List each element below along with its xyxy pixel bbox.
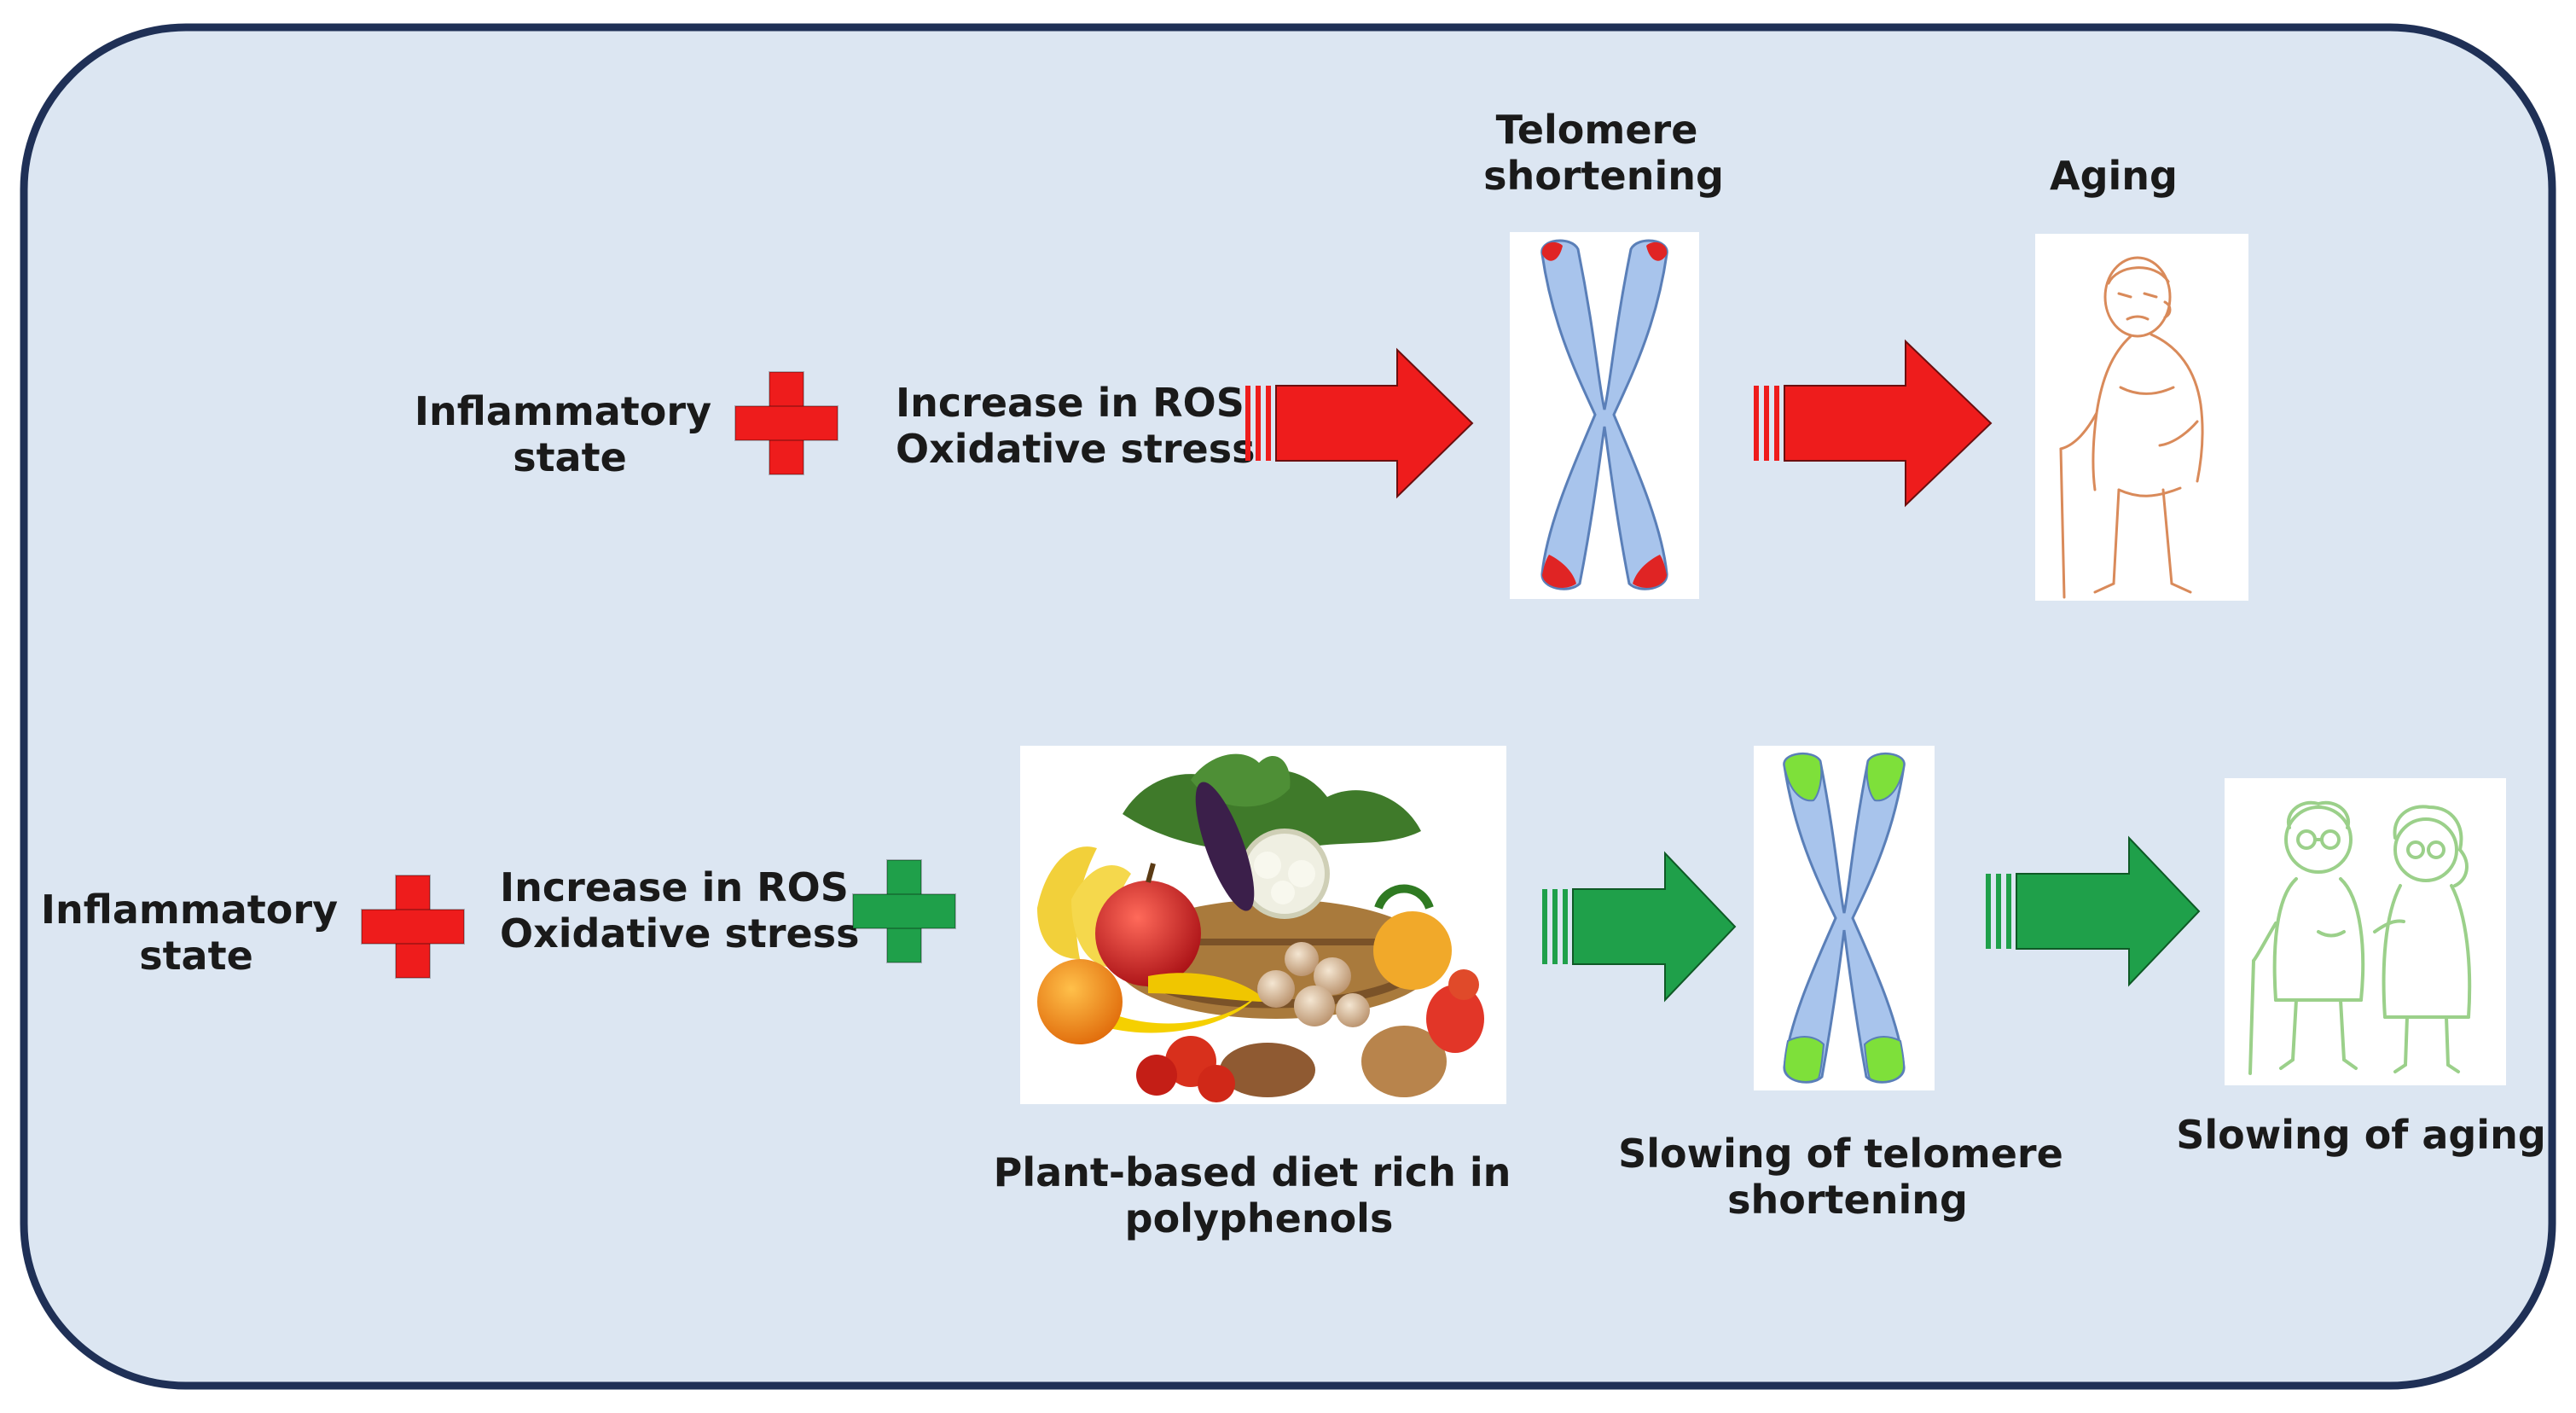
green-arrow-2 (1986, 835, 2201, 987)
elderly-person-icon (2035, 234, 2248, 601)
slowing-aging-label: Slowing of aging (2176, 1112, 2546, 1158)
top-row: Inflammatory state Increase in ROS Oxida… (415, 107, 2248, 601)
red-plus-icon (361, 875, 465, 979)
telomere-shortening-label: Telomere shortening (1483, 107, 1724, 199)
red-plus-icon (734, 371, 838, 475)
top-inflammatory-label: Inflammatory state (415, 388, 725, 480)
red-arrow-2 (1754, 339, 1993, 508)
chromosome-protected-icon (1754, 746, 1935, 1090)
bottom-inflammatory-label: Inflammatory state (41, 887, 351, 979)
green-arrow-1 (1542, 851, 1737, 1003)
elderly-couple-icon (2225, 778, 2506, 1085)
fruit-vegetable-basket-image (1020, 746, 1506, 1104)
top-ros-label: Increase in ROS Oxidative stress (896, 380, 1258, 472)
aging-label: Aging (2050, 153, 2178, 199)
chromosome-shortened-icon (1510, 232, 1699, 599)
diet-label: Plant-based diet rich in polyphenols (994, 1149, 1525, 1241)
slowing-telomere-label: Slowing of telomere shortening (1618, 1131, 2077, 1223)
bottom-ros-label: Increase in ROS Oxidative stress (500, 864, 862, 957)
bottom-row: Inflammatory state Increase in ROS Oxida… (41, 746, 2546, 1241)
red-arrow-1 (1245, 347, 1474, 499)
green-plus-icon (852, 859, 956, 963)
